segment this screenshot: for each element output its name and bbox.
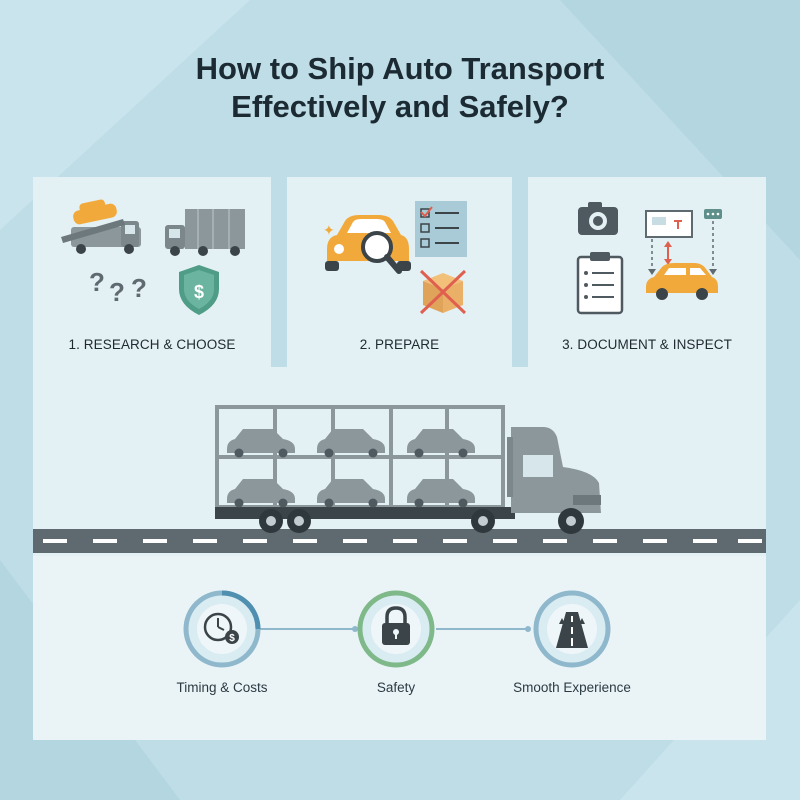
step-label-document: 3. DOCUMENT & INSPECT (562, 337, 732, 352)
box-truck-icon (165, 209, 245, 256)
title-line-1: How to Ship Auto Transport (195, 51, 605, 86)
car-on-tow-truck-icon (61, 199, 141, 254)
carried-cars (227, 429, 475, 508)
inspection-diagram-icon (645, 209, 722, 275)
step-label-prepare: 2. PREPARE (359, 337, 440, 352)
carried-car (317, 429, 385, 458)
carried-car (407, 429, 475, 458)
step-label-research: 1. RESEARCH & CHOOSE (68, 337, 236, 352)
car-magnifier-icon: ✦ (323, 215, 411, 274)
car-carrier-trailer (215, 405, 505, 509)
car-icon (646, 263, 718, 300)
crossed-box-icon (419, 269, 467, 315)
camera-icon (578, 202, 618, 235)
road (33, 529, 766, 553)
truck-wheels (259, 508, 584, 534)
step-panel-prepare: ✦ 2. PREPARE (287, 177, 512, 367)
svg-text:$: $ (194, 282, 204, 302)
page-title: How to Ship Auto Transport Effectively a… (0, 50, 800, 126)
feature-label-smooth: Smooth Experience (513, 680, 631, 695)
transport-scene (33, 405, 766, 553)
features-area (33, 556, 766, 740)
carried-car (407, 479, 475, 508)
title-line-2: Effectively and Safely? (231, 89, 569, 124)
dollar-shield-icon: $ (179, 265, 219, 315)
checklist-icon (415, 201, 467, 257)
feature-label-safety: Safety (376, 680, 416, 695)
feature-label-timing: Timing & Costs (176, 680, 268, 695)
step-panel-research: ? ? ? $ 1. RESEARCH & CHOOSE (33, 177, 271, 367)
svg-text:?: ? (131, 273, 147, 303)
carried-car (227, 479, 295, 508)
question-marks-icon: ? ? ? (89, 267, 147, 307)
step-panel-document: 3. DOCUMENT & INSPECT (528, 177, 766, 367)
carried-car (317, 479, 385, 508)
carried-car (227, 429, 295, 458)
svg-text:✦: ✦ (323, 223, 335, 239)
svg-text:?: ? (89, 267, 105, 297)
svg-text:?: ? (109, 277, 125, 307)
clipboard-icon (576, 252, 624, 315)
truck-cab (507, 427, 601, 513)
